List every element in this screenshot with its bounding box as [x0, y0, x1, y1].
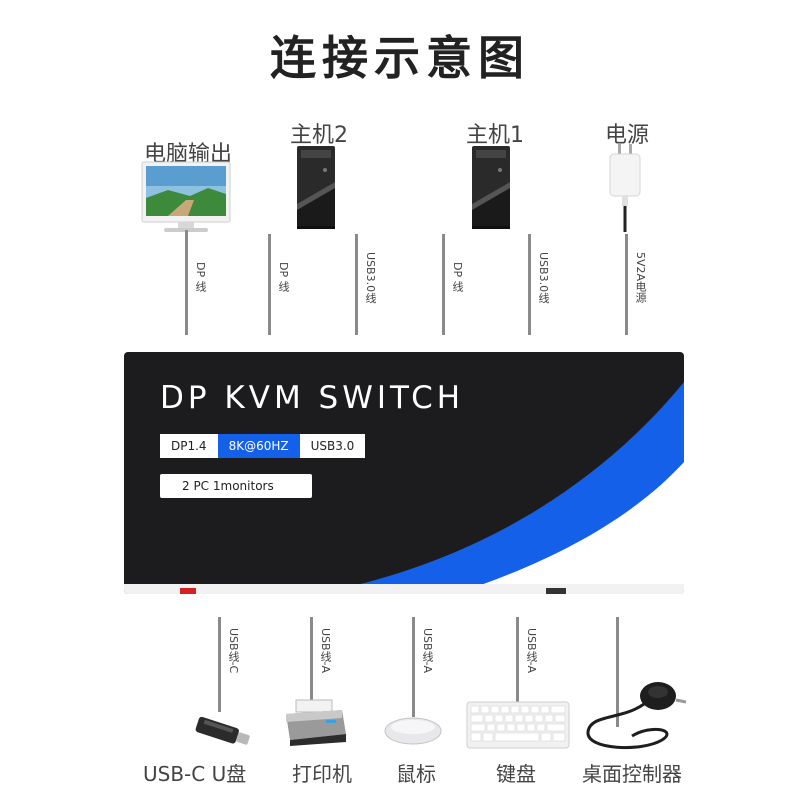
top-cable-line — [268, 234, 271, 335]
top-cable-line — [528, 234, 531, 335]
top-cable-label: 5V2A电源 — [634, 252, 647, 304]
top-cable-label: USB3.0线 — [364, 252, 377, 304]
keyboard-icon — [465, 700, 571, 754]
kvm-switch-box: DP KVM SWITCH DP1.4 8K@60HZ USB3.0 2 PC … — [124, 352, 684, 594]
mouse-label: 鼠标 — [396, 762, 436, 786]
top-cable-label: DP 线 — [277, 262, 290, 292]
top-cable-line — [355, 234, 358, 335]
printer-label: 打印机 — [292, 762, 352, 786]
spec-row: DP1.4 8K@60HZ USB3.0 — [160, 434, 366, 458]
power-label: 电源 — [605, 123, 650, 148]
usb-drive-label: USB-C U盘 — [143, 762, 247, 786]
bottom-cable-line — [516, 617, 519, 702]
host1-label: 主机1 — [466, 123, 524, 148]
host2-label: 主机2 — [290, 123, 348, 148]
bottom-cable-line — [310, 617, 313, 702]
bottom-cable-label: USB线-A — [525, 628, 538, 674]
bottom-cable-line — [616, 617, 619, 727]
top-cable-line — [185, 230, 188, 335]
top-cable-line — [442, 234, 445, 335]
bottom-cable-label: USB线-A — [421, 628, 434, 674]
printer-icon — [282, 698, 350, 752]
host1-tower-icon — [470, 144, 514, 234]
spec-resolution: 8K@60HZ — [217, 434, 300, 458]
desktop-controller-icon — [582, 680, 692, 762]
bottom-cable-label: USB线-A — [319, 628, 332, 674]
page-title: 连接示意图 — [270, 31, 530, 85]
spec-dp: DP1.4 — [160, 434, 218, 458]
bottom-cable-line — [412, 617, 415, 717]
host2-tower-icon — [295, 144, 339, 234]
pc-info-pill: 2 PC 1monitors — [160, 474, 312, 498]
usb-drive-icon — [192, 712, 254, 756]
keyboard-label: 键盘 — [496, 762, 536, 786]
spec-usb: USB3.0 — [299, 434, 366, 458]
mouse-icon — [383, 714, 443, 752]
monitor-icon — [138, 160, 234, 240]
kvm-title: DP KVM SWITCH — [160, 380, 465, 416]
top-cable-label: DP 线 — [194, 262, 207, 292]
bottom-cable-line — [218, 617, 221, 712]
controller-label: 桌面控制器 — [582, 762, 682, 786]
power-adapter-icon — [606, 144, 646, 238]
top-cable-label: DP 线 — [451, 262, 464, 292]
top-cable-line — [625, 234, 628, 335]
top-cable-label: USB3.0线 — [537, 252, 550, 304]
bottom-cable-label: USB线-C — [227, 628, 240, 674]
